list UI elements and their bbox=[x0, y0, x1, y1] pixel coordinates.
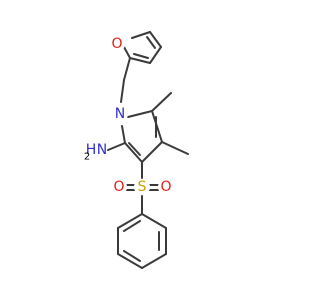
svg-text:O: O bbox=[111, 36, 122, 52]
methyl-bond-lower bbox=[161, 141, 189, 155]
svg-text:S: S bbox=[138, 179, 147, 195]
atom-o-furan: O bbox=[109, 36, 125, 52]
atom-s: S bbox=[134, 179, 150, 195]
amine-h2-label: H bbox=[86, 142, 97, 158]
svg-text:O: O bbox=[160, 179, 171, 195]
pyrrole-ring bbox=[121, 110, 163, 163]
phenyl-ring bbox=[117, 213, 167, 269]
svg-text:N: N bbox=[115, 106, 125, 122]
methylene-bond-upper bbox=[123, 57, 131, 81]
molecule-structure: O N N H 2 S O O bbox=[84, 31, 189, 269]
atom-n-amine: N H 2 bbox=[84, 141, 107, 163]
atom-o-sulfonyl-left: O bbox=[111, 179, 127, 195]
atom-n-ring: N bbox=[112, 106, 128, 122]
methylene-bond-lower bbox=[120, 79, 125, 103]
amine-bond bbox=[107, 142, 126, 151]
atom-o-sulfonyl-right: O bbox=[158, 179, 174, 195]
furan-ring bbox=[123, 31, 162, 64]
svg-text:N: N bbox=[97, 142, 107, 158]
methyl-bond-upper bbox=[151, 92, 172, 112]
amine-subscript: 2 bbox=[84, 152, 90, 163]
svg-text:O: O bbox=[113, 179, 124, 195]
